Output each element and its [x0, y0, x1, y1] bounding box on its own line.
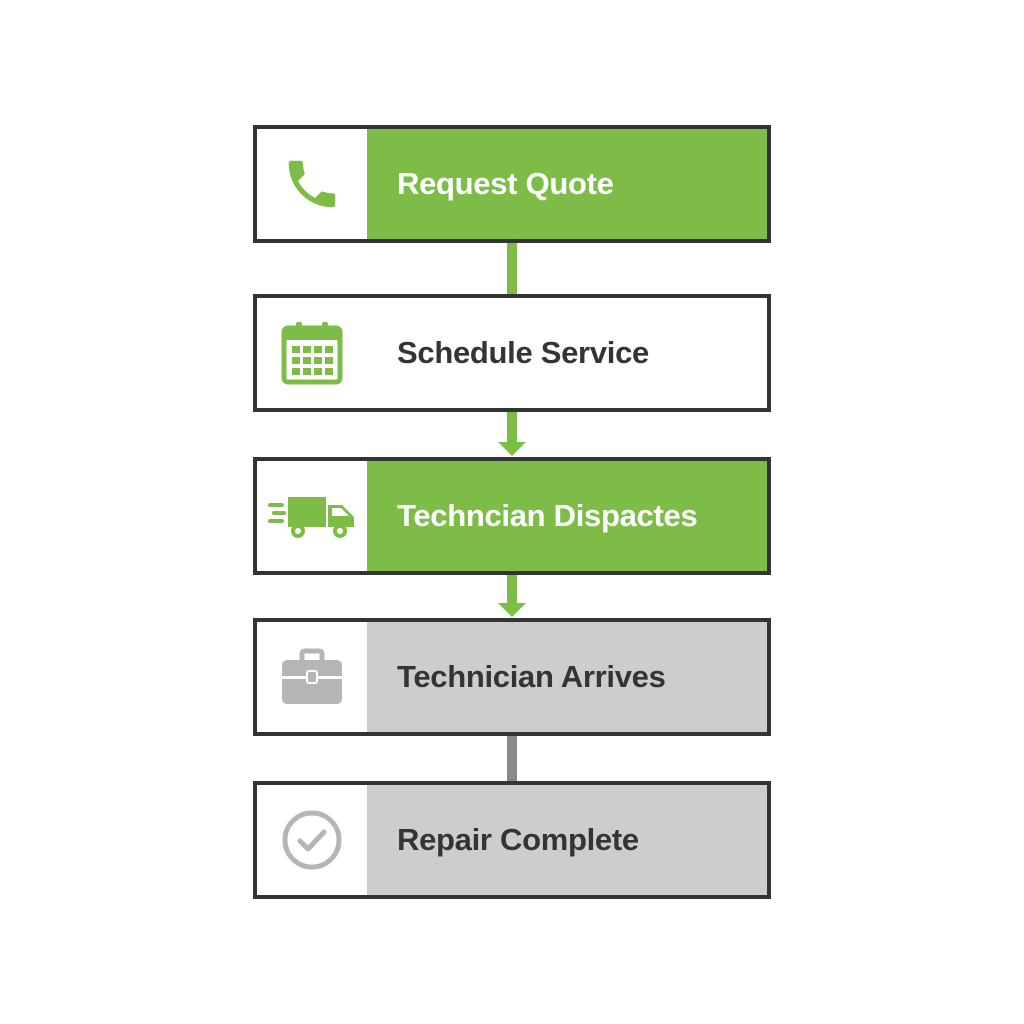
connector-3-4 — [507, 574, 517, 604]
arrowhead-3-4 — [498, 603, 526, 617]
check-circle-icon — [281, 809, 343, 871]
phone-icon — [281, 153, 343, 215]
step-technician-arrives: Technician Arrives — [253, 618, 771, 736]
connector-1-2 — [507, 242, 517, 294]
step-label: Repair Complete — [367, 785, 767, 895]
step-repair-complete: Repair Complete — [253, 781, 771, 899]
step-schedule-service: Schedule Service — [253, 294, 771, 412]
step-icon-cell — [257, 785, 367, 895]
delivery-truck-icon — [268, 491, 356, 541]
step-icon-cell — [257, 129, 367, 239]
step-icon-cell — [257, 622, 367, 732]
calendar-icon — [280, 320, 344, 386]
step-technician-dispatches: Techncian Dispactes — [253, 457, 771, 575]
step-label: Schedule Service — [367, 298, 767, 408]
step-label: Technician Arrives — [367, 622, 767, 732]
step-icon-cell — [257, 461, 367, 571]
step-label: Request Quote — [367, 129, 767, 239]
connector-2-3 — [507, 411, 517, 443]
connector-4-5 — [507, 736, 517, 782]
step-label: Techncian Dispactes — [367, 461, 767, 571]
toolbox-icon — [280, 648, 344, 706]
step-icon-cell — [257, 298, 367, 408]
step-request-quote: Request Quote — [253, 125, 771, 243]
arrowhead-2-3 — [498, 442, 526, 456]
